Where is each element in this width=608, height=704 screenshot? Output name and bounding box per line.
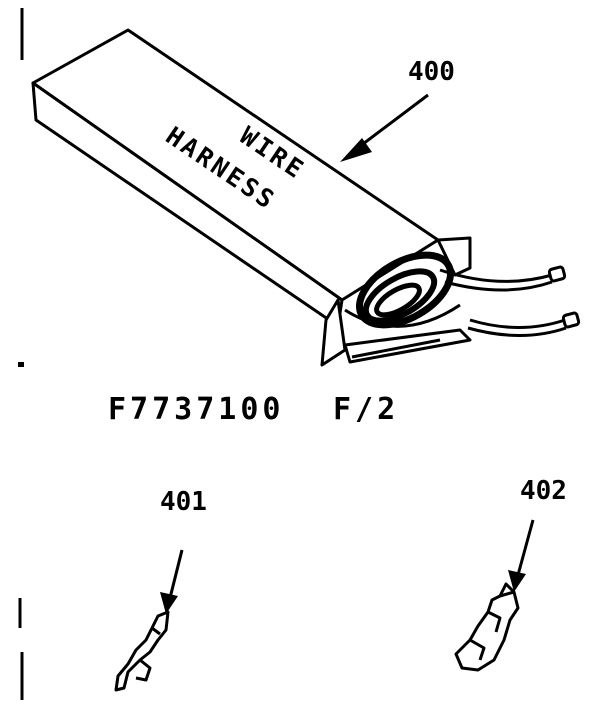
callout-402-label: 402 — [520, 476, 567, 506]
figure-number: F/2 — [333, 392, 399, 427]
callout-401-arrow — [160, 549, 184, 614]
wire-harness-box — [31, 28, 472, 367]
callout-401-label: 401 — [160, 487, 207, 517]
box-flap-edge — [351, 338, 441, 359]
box-end-flap-left — [320, 298, 347, 367]
callout-400-arrow — [340, 93, 429, 162]
coiled-wires — [344, 251, 461, 329]
scan-edge-marks — [18, 8, 24, 700]
wire-leads — [439, 268, 567, 337]
terminal-402 — [454, 582, 520, 672]
callout-402-arrow — [508, 519, 535, 592]
part-number: F7737100 — [108, 392, 285, 427]
callout-400-label: 400 — [408, 57, 455, 87]
wire-end-terminals — [547, 265, 581, 329]
terminal-401 — [114, 610, 170, 692]
